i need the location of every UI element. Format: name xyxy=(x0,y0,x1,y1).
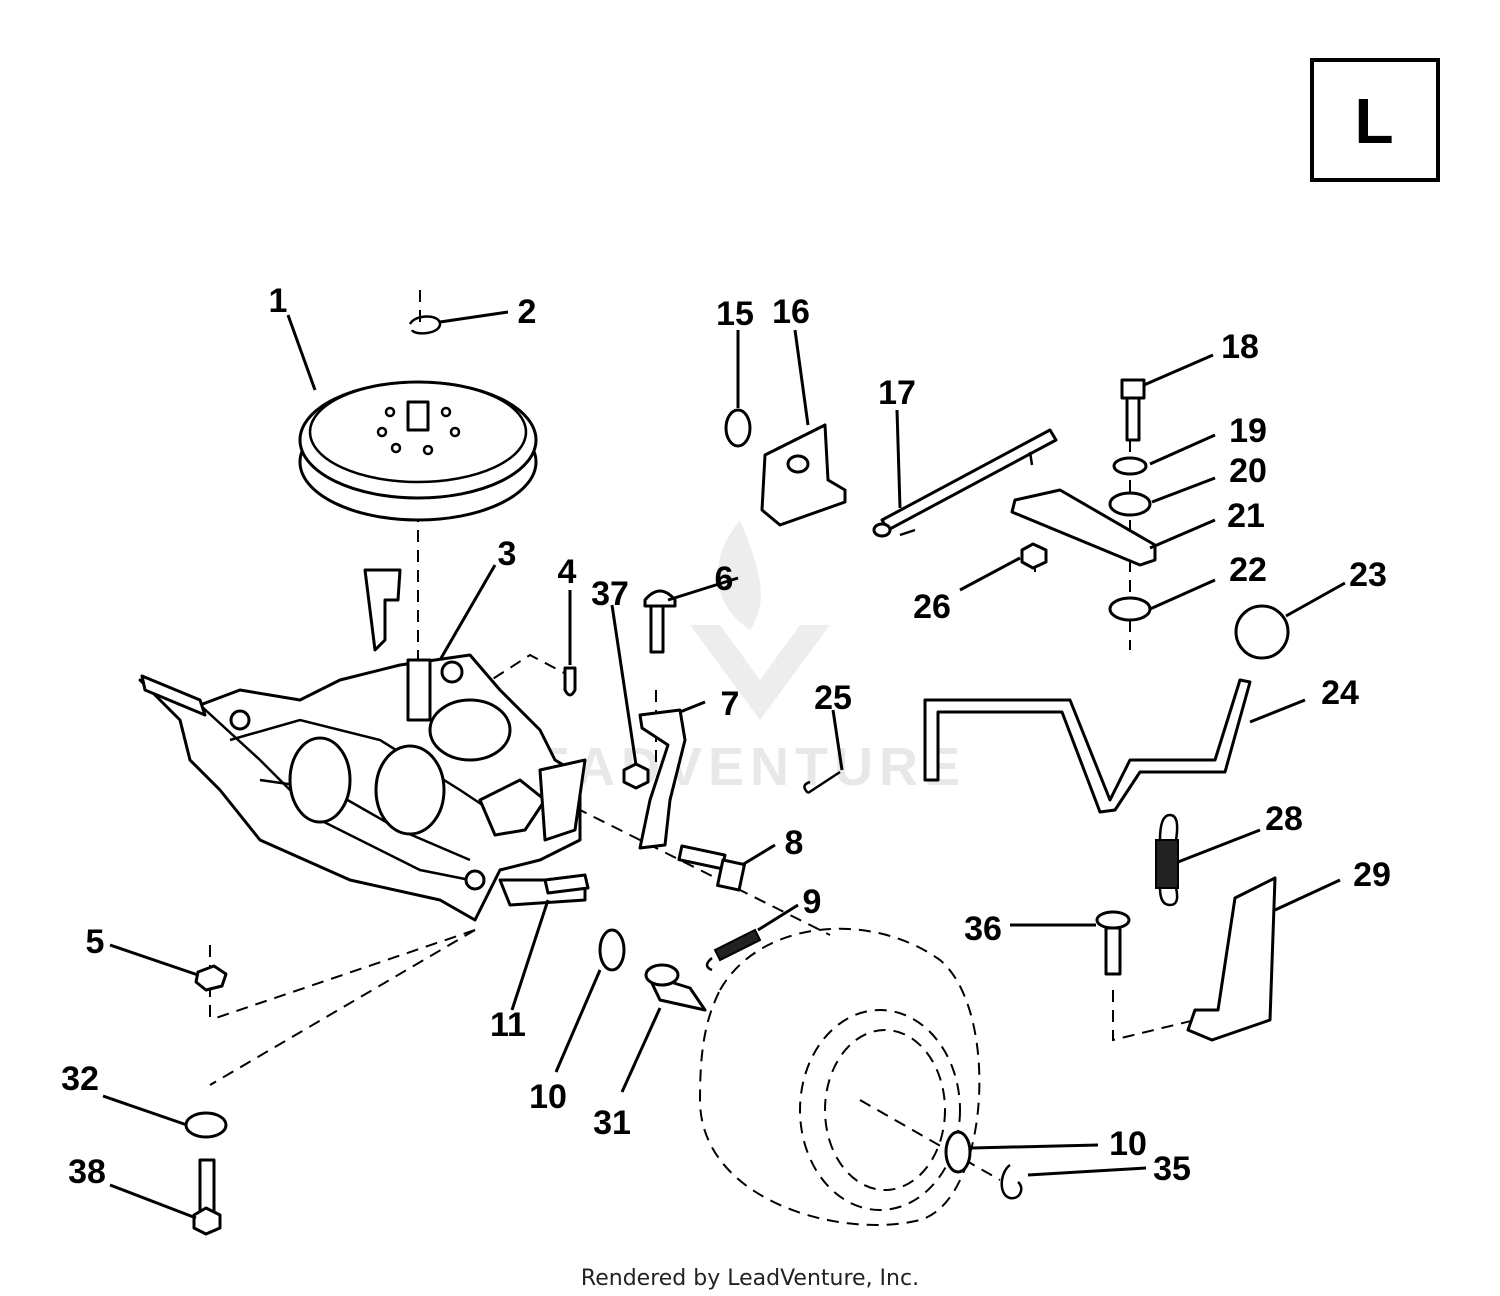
footer-credit: Rendered by LeadVenture, Inc. xyxy=(581,1266,919,1291)
leader-lines xyxy=(102,310,1346,1220)
bracket-16 xyxy=(760,423,847,527)
nut-26 xyxy=(1020,542,1048,570)
hex-nut xyxy=(194,964,228,992)
plate-21 xyxy=(1010,488,1157,567)
section-box: L xyxy=(1310,58,1440,182)
washer-15 xyxy=(724,408,752,448)
callout-7: 7 xyxy=(721,685,740,723)
spacer-31 xyxy=(644,963,707,1012)
washer-20 xyxy=(1108,491,1152,517)
callout-29: 29 xyxy=(1353,856,1391,894)
watermark-logo: LEADVENTURE xyxy=(495,520,960,797)
callout-18: 18 xyxy=(1221,328,1259,366)
knob-23 xyxy=(1234,604,1290,660)
washer-32 xyxy=(184,1111,228,1139)
callout-32: 32 xyxy=(61,1060,99,1098)
spring-28 xyxy=(1155,813,1179,907)
callout-23: 23 xyxy=(1349,556,1387,594)
callout-36: 36 xyxy=(964,910,1002,948)
screw-36 xyxy=(1095,910,1131,976)
callout-37: 37 xyxy=(591,575,629,613)
rod-17 xyxy=(872,428,1058,538)
callout-19: 19 xyxy=(1229,412,1267,450)
wheel xyxy=(698,927,981,1226)
callout-10: 10 xyxy=(529,1078,567,1116)
callout-8: 8 xyxy=(785,824,804,862)
bolt-8 xyxy=(677,844,746,892)
callout-35: 35 xyxy=(1153,1150,1191,1188)
washer-22 xyxy=(1108,596,1152,622)
callout-16: 16 xyxy=(772,293,810,331)
section-letter: L xyxy=(1354,85,1393,157)
callout-3: 3 xyxy=(498,535,517,573)
spring-9 xyxy=(705,928,762,972)
callout-labels: 1 2 3 4 5 6 7 8 9 10 11 15 16 17 18 19 2… xyxy=(61,282,1391,1191)
callout-5: 5 xyxy=(86,923,105,961)
callout-31: 31 xyxy=(593,1104,631,1142)
washer-10 xyxy=(598,928,626,972)
callout-26: 26 xyxy=(913,588,951,626)
bolt-38 xyxy=(192,1158,222,1236)
callout-25: 25 xyxy=(814,679,852,717)
e-clip-35 xyxy=(1000,1163,1023,1200)
washer-19 xyxy=(1112,456,1148,476)
carriage-bolt xyxy=(643,589,677,654)
pulley xyxy=(298,380,538,522)
callout-11: 11 xyxy=(490,1006,526,1044)
cotter-pin xyxy=(803,770,841,795)
callout-20: 20 xyxy=(1229,452,1267,490)
callout-38: 38 xyxy=(68,1153,106,1191)
callout-6: 6 xyxy=(715,560,734,598)
callout-24: 24 xyxy=(1321,674,1359,712)
bolt-18 xyxy=(1120,378,1146,442)
callout-10b: 10 xyxy=(1109,1125,1147,1163)
callout-15: 15 xyxy=(716,295,754,333)
callout-28: 28 xyxy=(1265,800,1303,838)
key-11 xyxy=(543,873,590,895)
washer-10b xyxy=(944,1130,972,1174)
callout-1: 1 xyxy=(269,282,288,320)
callout-22: 22 xyxy=(1229,551,1267,589)
key xyxy=(563,666,577,697)
e-clip xyxy=(408,315,442,335)
bracket-29 xyxy=(1186,876,1277,1042)
callout-4: 4 xyxy=(558,553,577,591)
callout-17: 17 xyxy=(878,374,916,412)
bracket-7 xyxy=(638,708,687,850)
shift-lever xyxy=(923,678,1252,814)
nut-37 xyxy=(622,762,650,790)
callout-9: 9 xyxy=(803,883,822,921)
transaxle xyxy=(138,568,587,922)
callout-2: 2 xyxy=(518,293,537,331)
callout-21: 21 xyxy=(1227,497,1265,535)
